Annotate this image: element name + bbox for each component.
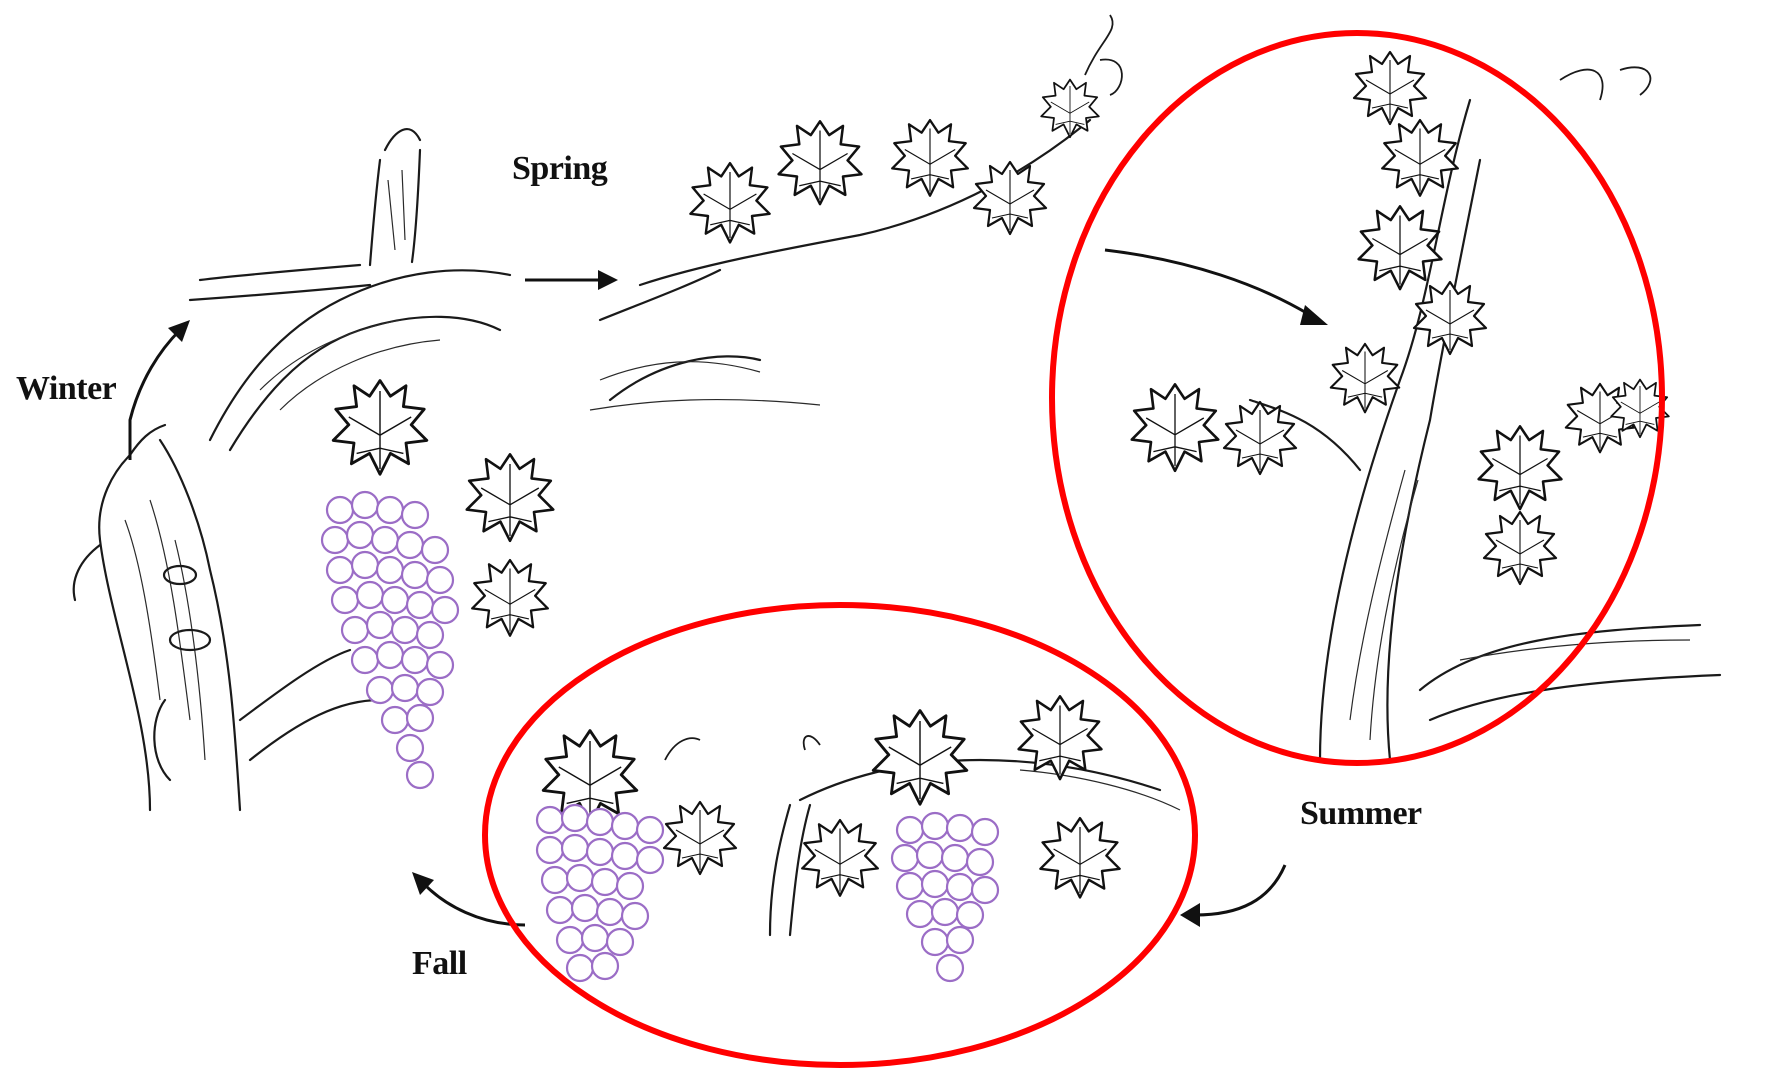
arrow-spring-to-summer (1105, 250, 1328, 325)
grape-cluster-left (322, 492, 458, 788)
summer-vine-foliage (1132, 52, 1720, 760)
arrow-summer-to-fall (1180, 865, 1285, 927)
fall-vine-grapes (322, 381, 1180, 981)
spring-label: Spring (512, 150, 607, 188)
grape-cluster-bottom-left (537, 805, 663, 981)
winter-vine-trunk (74, 129, 510, 810)
summer-label: Summer (1300, 795, 1422, 833)
winter-label: Winter (16, 370, 116, 408)
spring-vine-shoot (590, 15, 1122, 410)
fall-label: Fall (412, 945, 467, 983)
arrow-winter-to-spring (525, 270, 618, 290)
grape-cluster-bottom-right (892, 813, 998, 981)
